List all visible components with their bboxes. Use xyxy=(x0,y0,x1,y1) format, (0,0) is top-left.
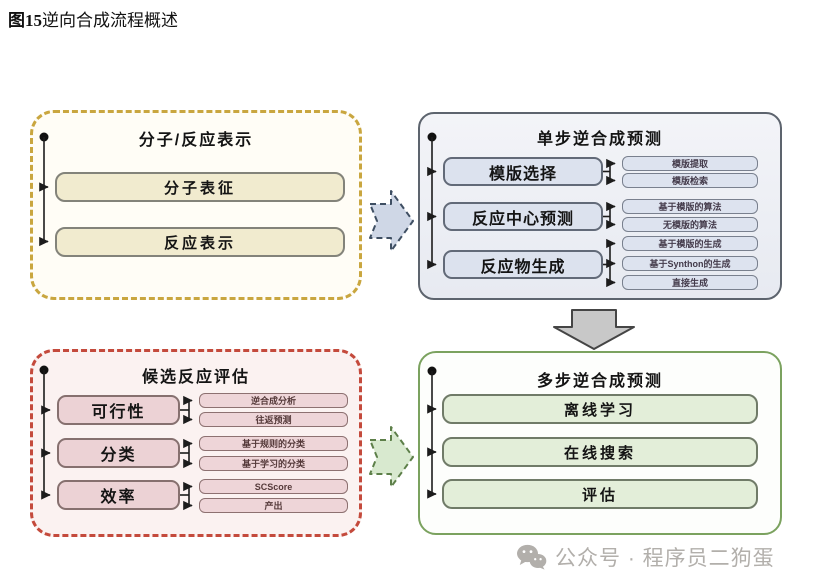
subnode-direct-generation: 直接生成 xyxy=(622,275,758,290)
subnode-scscore: SCScore xyxy=(199,479,348,494)
node-molecule-representation: 分子表征 xyxy=(55,172,345,202)
arrow-single-to-multi-step xyxy=(553,309,635,350)
multi-step-panel-title: 多步逆合成预测 xyxy=(536,373,663,390)
subnode-retrosynthesis-analysis: 逆合成分析 xyxy=(199,393,348,408)
watermark-text: 公众号 · 程序员二狗蛋 xyxy=(555,547,775,570)
node-template-selection: 模版选择 xyxy=(443,157,603,186)
arrow-evaluation-to-multi-step xyxy=(369,426,414,488)
subnode-yield: 产出 xyxy=(199,498,348,513)
figure-title-text: 逆向合成流程概述 xyxy=(42,11,178,30)
subnode-template-based-generation: 基于模版的生成 xyxy=(622,236,758,251)
subnode-learning-based-classification: 基于学习的分类 xyxy=(199,456,348,471)
node-reaction-representation: 反应表示 xyxy=(55,227,345,257)
node-efficiency: 效率 xyxy=(57,480,180,510)
node-feasibility: 可行性 xyxy=(57,395,180,425)
evaluation-panel-title: 候选反应评估 xyxy=(141,369,250,386)
subnode-roundtrip-prediction: 往返预测 xyxy=(199,412,348,427)
subnode-template-extraction: 模版提取 xyxy=(622,156,758,171)
representation-panel-title: 分子/反应表示 xyxy=(138,132,254,149)
node-online-search: 在线搜索 xyxy=(442,437,758,467)
panel-representation xyxy=(30,110,362,300)
node-reactant-generation: 反应物生成 xyxy=(443,250,603,279)
node-evaluation: 评估 xyxy=(442,479,758,509)
watermark: 公众号 · 程序员二狗蛋 xyxy=(516,542,775,572)
subnode-template-based-algorithm: 基于模版的算法 xyxy=(622,199,758,214)
arrow-representation-to-single-step xyxy=(369,190,414,252)
subnode-template-retrieval: 模版检索 xyxy=(622,173,758,188)
subnode-template-free-algorithm: 无模版的算法 xyxy=(622,217,758,232)
node-classification: 分类 xyxy=(57,438,180,468)
subnode-rule-based-classification: 基于规则的分类 xyxy=(199,436,348,451)
node-offline-learning: 离线学习 xyxy=(442,394,758,424)
subnode-synthon-based-generation: 基于Synthon的生成 xyxy=(622,256,758,271)
wechat-icon xyxy=(517,544,547,570)
node-reaction-center-prediction: 反应中心预测 xyxy=(443,202,603,231)
figure-number: 图15 xyxy=(8,11,42,30)
single-step-panel-title: 单步逆合成预测 xyxy=(536,131,663,148)
figure-title: 图15逆向合成流程概述 xyxy=(8,6,178,31)
